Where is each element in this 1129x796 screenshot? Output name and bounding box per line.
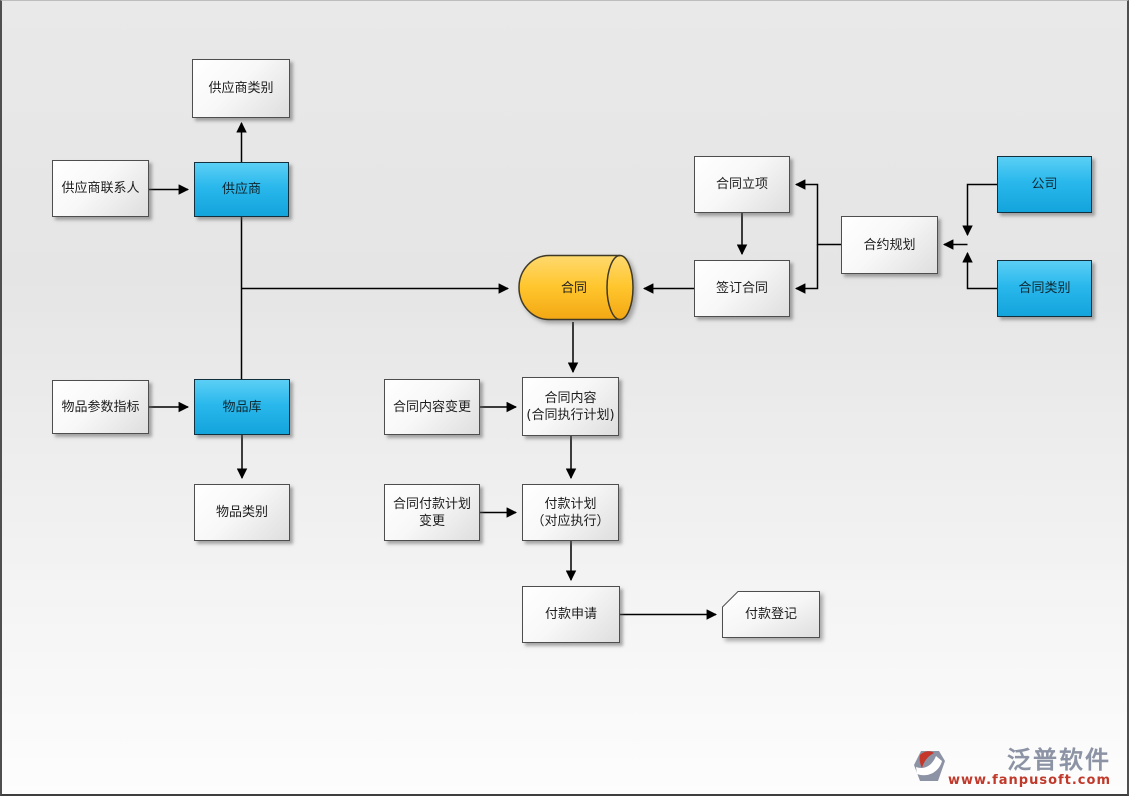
node-payment-register: 付款登记 bbox=[722, 591, 820, 638]
node-label: 合同 bbox=[560, 280, 587, 296]
node-label: 签订合同 bbox=[715, 281, 768, 296]
node-payment-request: 付款申请 bbox=[522, 586, 620, 643]
watermark-text: 泛普软件 www.fanpusoft.com bbox=[948, 747, 1111, 788]
node-label: 合同类别 bbox=[1018, 281, 1071, 296]
node-label-line2: (合同执行计划) bbox=[526, 407, 615, 423]
cylinder-shape-icon bbox=[518, 254, 634, 321]
node-payment-plan: 付款计划 （对应执行） bbox=[522, 484, 619, 541]
node-contract-initiation: 合同立项 bbox=[694, 156, 790, 213]
node-supplier-category: 供应商类别 bbox=[192, 59, 290, 118]
node-sign-contract: 签订合同 bbox=[694, 260, 790, 317]
node-supplier-contact: 供应商联系人 bbox=[52, 160, 149, 217]
node-contract-content: 合同内容 (合同执行计划) bbox=[522, 377, 619, 436]
node-item-params: 物品参数指标 bbox=[52, 380, 149, 434]
node-company: 公司 bbox=[997, 156, 1092, 213]
fanpu-logo-icon bbox=[913, 751, 945, 781]
node-label-line1: 付款计划 bbox=[544, 496, 597, 512]
node-label: 供应商 bbox=[221, 182, 261, 197]
node-item-library: 物品库 bbox=[194, 379, 290, 435]
node-payment-plan-change: 合同付款计划 变更 bbox=[384, 484, 480, 541]
node-label: 物品库 bbox=[222, 399, 262, 415]
node-contract-planning: 合约规划 bbox=[841, 216, 938, 274]
node-label: 付款申请 bbox=[544, 607, 597, 622]
connector-planning-to-sign bbox=[794, 244, 819, 294]
node-label-line1: 合同内容 bbox=[544, 390, 597, 406]
node-label: 物品参数指标 bbox=[61, 399, 140, 415]
connector-company-to-junction bbox=[962, 183, 997, 237]
node-contract-content-change: 合同内容变更 bbox=[384, 379, 480, 435]
node-label: 合同立项 bbox=[715, 177, 768, 192]
node-label: 合约规划 bbox=[863, 237, 916, 253]
node-label: 付款登记 bbox=[744, 607, 797, 622]
node-supplier: 供应商 bbox=[194, 162, 289, 217]
card-shape-icon bbox=[722, 591, 820, 638]
node-label: 供应商联系人 bbox=[61, 181, 140, 196]
node-label: 合同内容变更 bbox=[392, 399, 471, 415]
node-label-line1: 合同付款计划 bbox=[392, 496, 471, 512]
watermark: 泛普软件 www.fanpusoft.com bbox=[912, 747, 1111, 788]
node-label: 供应商类别 bbox=[208, 81, 274, 96]
node-label-line2: （对应执行） bbox=[531, 513, 610, 529]
brand-name: 泛普软件 bbox=[1007, 746, 1111, 774]
node-label: 物品类别 bbox=[215, 505, 268, 520]
brand-url: www.fanpusoft.com bbox=[947, 773, 1111, 788]
node-item-category: 物品类别 bbox=[194, 484, 290, 541]
connector-planning-to-initiation bbox=[794, 179, 841, 246]
node-contract-category: 合同类别 bbox=[997, 260, 1092, 317]
node-contract-datastore: 合同 bbox=[511, 254, 637, 322]
node-label-line2: 变更 bbox=[418, 513, 445, 529]
connector-contract-category-to-junction bbox=[962, 251, 997, 290]
node-label: 公司 bbox=[1031, 177, 1058, 192]
